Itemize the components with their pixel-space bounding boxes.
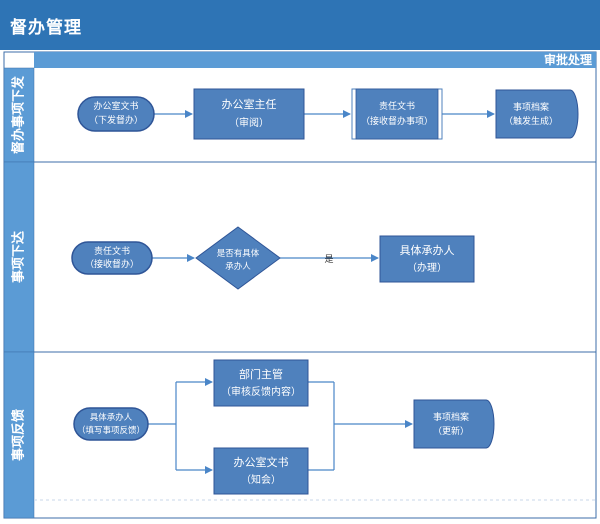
node-dept-manager-title: 部门主管 [239,367,283,381]
lane-label-2: 事项下达 [11,231,27,283]
node-receive-clerk-sub: （接收督办） [85,258,139,270]
node-office-director[interactable]: 办公室主任 （审阅） [193,88,305,140]
node-responsible-clerk-sub: （接收督办事项） [361,115,433,127]
node-dept-manager-sub: （审核反馈内容） [221,385,301,398]
node-feedback-handler-title: 具体承办人 [90,412,133,423]
column-header [34,52,596,68]
node-start-office-clerk-title: 办公室文书 [93,100,138,112]
node-handler-process-title: 具体承办人 [400,243,455,257]
node-archive-create-sub: （触发生成） [504,115,558,127]
node-archive-update-sub: （更新） [433,425,469,437]
lane-label-3: 事项反馈 [11,409,27,461]
node-archive-create[interactable]: 事项档案 （触发生成） [495,89,579,139]
node-office-clerk-notify[interactable]: 办公室文书 （知会） [213,447,309,495]
node-office-clerk-notify-sub: （知会） [241,473,281,486]
node-decision-title: 是否有具体 [217,248,260,259]
node-receive-clerk[interactable]: 责任文书 （接收督办） [71,241,153,275]
node-start-office-clerk[interactable]: 办公室文书 （下发督办） [77,96,155,132]
lane-strip-1 [3,67,35,163]
column-header-label: 审批处理 [544,52,592,67]
node-responsible-clerk-title: 责任文书 [379,100,415,112]
node-receive-clerk-title: 责任文书 [94,245,130,257]
app-title: 督办管理 [10,18,82,38]
node-handler-process[interactable]: 具体承办人 （办理） [379,235,475,283]
node-decision-sub: 承办人 [225,261,251,272]
node-feedback-handler[interactable]: 具体承办人 （填写事项反馈） [73,407,149,441]
lane-label-1: 督办事项下发 [11,75,27,154]
node-archive-create-title: 事项档案 [513,101,549,113]
node-start-office-clerk-sub: （下发督办） [89,114,143,126]
lane-strip-3 [3,351,35,519]
node-dept-manager[interactable]: 部门主管 （审核反馈内容） [213,359,309,407]
node-archive-update-title: 事项档案 [433,411,469,423]
node-decision-handler[interactable]: 是否有具体 承办人 [195,226,281,290]
app-header: 督办管理 [0,0,600,50]
node-feedback-handler-sub: （填写事项反馈） [77,425,145,436]
node-archive-update[interactable]: 事项档案 （更新） [413,399,495,449]
node-office-director-sub: （审阅） [229,116,269,129]
node-handler-process-sub: （办理） [407,261,447,274]
decision-yes-label: 是 [324,254,333,265]
node-office-director-title: 办公室主任 [222,97,277,111]
node-responsible-clerk[interactable]: 责任文书 （接收督办事项） [351,88,443,140]
node-office-clerk-notify-title: 办公室文书 [234,455,289,469]
